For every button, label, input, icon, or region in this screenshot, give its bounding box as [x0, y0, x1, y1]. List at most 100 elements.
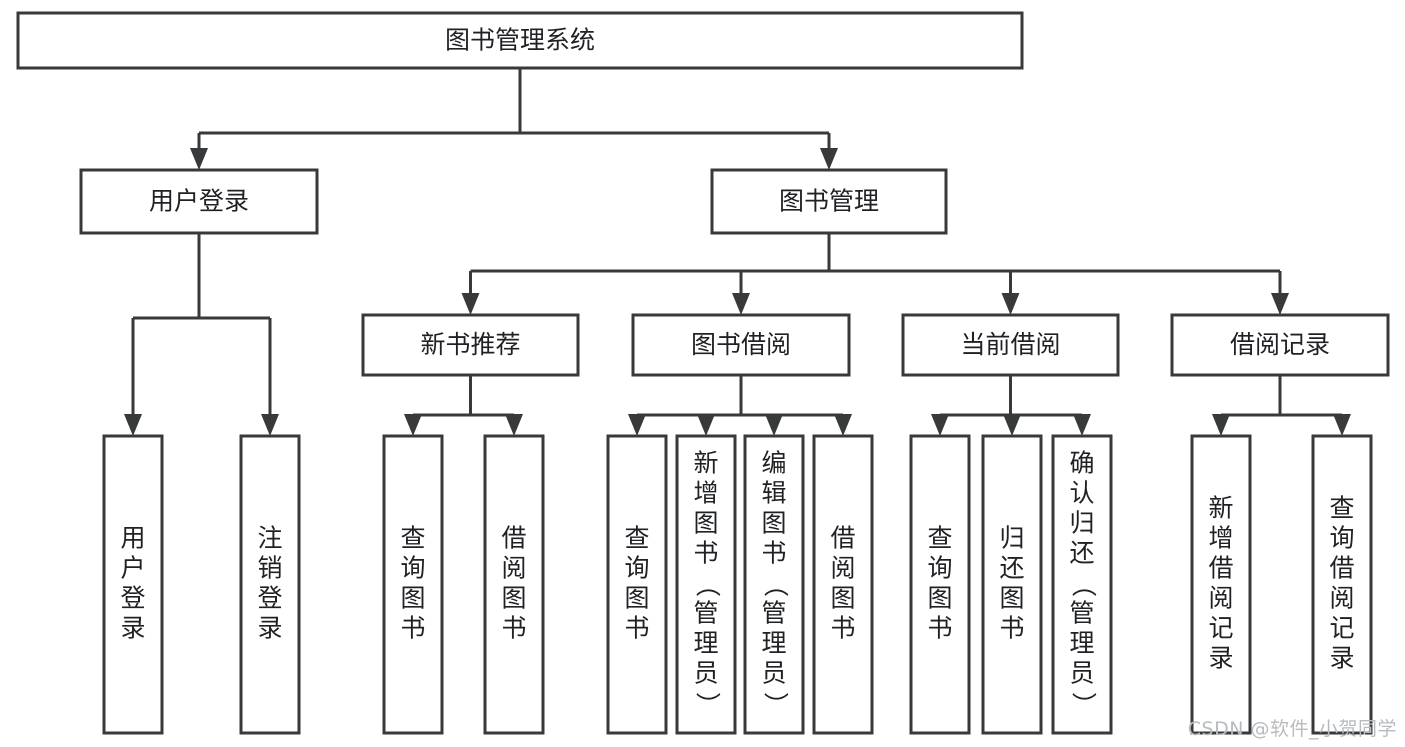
node-leaf-edit-book-admin-label-char: 书: [761, 539, 786, 568]
node-leaf-edit-book-admin-label-char: ）: [761, 692, 790, 717]
arrow-head-icon: [461, 293, 480, 315]
node-leaf-borrow-book-rec-box[interactable]: [483, 434, 545, 735]
node-root[interactable]: 图书管理系统: [16, 11, 1024, 70]
node-book-borrow-label: 图书借阅: [691, 330, 791, 359]
node-leaf-borrow-book-bor-label-char: 借: [830, 524, 855, 553]
node-leaf-confirm-return-box[interactable]: [1051, 434, 1113, 735]
node-layer: 图书管理系统用户登录图书管理新书推荐图书借阅当前借阅借阅记录用户登录注销登录查询…: [16, 11, 1390, 735]
node-leaf-add-borrow-record-label-char: 记: [1208, 614, 1233, 643]
node-leaf-query-book-bor-label-char: 图: [624, 584, 649, 613]
node-current-borrow-label: 当前借阅: [960, 330, 1060, 359]
node-leaf-query-borrow-record-label-char: 借: [1329, 554, 1354, 583]
node-leaf-user-login-box[interactable]: [102, 434, 164, 735]
arrow-head-icon: [404, 414, 422, 436]
node-leaf-add-book-admin-label-char: 员: [693, 659, 718, 688]
node-leaf-edit-book-admin-label-char: （: [761, 572, 790, 597]
node-leaf-edit-book-admin-label-char: 管: [761, 599, 786, 628]
arrow-head-icon: [1073, 414, 1091, 436]
node-leaf-confirm-return-label-char: 归: [1069, 509, 1094, 538]
node-root-box[interactable]: [16, 11, 1024, 70]
arrow-head-icon: [505, 414, 523, 436]
node-leaf-add-book-admin-label-char: 书: [693, 539, 718, 568]
node-leaf-borrow-book-rec-label-char: 阅: [501, 554, 526, 583]
node-leaf-query-borrow-record-label-char: 查: [1329, 494, 1354, 523]
node-leaf-user-login-label-char: 登: [120, 584, 145, 613]
node-leaf-query-book-rec-label-char: 书: [400, 614, 425, 643]
node-leaf-borrow-book-bor-box[interactable]: [812, 434, 874, 735]
arrow-head-icon: [1212, 414, 1230, 436]
node-leaf-query-book-rec-label-char: 图: [400, 584, 425, 613]
node-new-book-recommend[interactable]: 新书推荐: [361, 313, 580, 377]
node-leaf-logout-box[interactable]: [239, 434, 301, 735]
node-leaf-user-login[interactable]: 用户登录: [102, 434, 164, 735]
arrow-head-icon: [1001, 293, 1020, 315]
node-book-borrow[interactable]: 图书借阅: [631, 313, 851, 377]
node-leaf-edit-book-admin-box[interactable]: [743, 434, 805, 735]
node-leaf-logout-label-char: 销: [257, 554, 282, 583]
node-leaf-borrow-book-bor-label-char: 书: [830, 614, 855, 643]
node-leaf-add-book-admin-label-char: ）: [693, 692, 722, 717]
node-leaf-return-book-box[interactable]: [981, 434, 1043, 735]
node-leaf-add-book-admin-label-char: 管: [693, 599, 718, 628]
node-leaf-add-book-admin-label-char: 增: [693, 479, 718, 508]
node-leaf-return-book-label-char: 书: [999, 614, 1024, 643]
arrow-head-icon: [124, 414, 142, 436]
node-user-login-box[interactable]: [79, 168, 319, 235]
node-borrow-record[interactable]: 借阅记录: [1170, 313, 1390, 377]
node-current-borrow[interactable]: 当前借阅: [901, 313, 1120, 377]
node-leaf-query-book-rec-box[interactable]: [382, 434, 444, 735]
node-leaf-borrow-book-bor-label-char: 阅: [830, 554, 855, 583]
node-leaf-user-login-label-char: 户: [120, 554, 145, 583]
arrow-head-icon: [628, 414, 646, 436]
arrow-head-icon: [732, 293, 750, 315]
node-leaf-logout-label-char: 注: [257, 524, 282, 553]
node-book-manage[interactable]: 图书管理: [710, 168, 948, 235]
node-leaf-add-book-admin-box[interactable]: [675, 434, 737, 735]
node-leaf-logout-label-char: 登: [257, 584, 282, 613]
node-book-manage-label: 图书管理: [779, 187, 879, 216]
node-leaf-confirm-return-label-char: 认: [1069, 479, 1094, 508]
node-leaf-query-book-cur-box[interactable]: [909, 434, 971, 735]
node-user-login[interactable]: 用户登录: [79, 168, 319, 235]
node-leaf-borrow-book-rec-label-char: 图: [501, 584, 526, 613]
node-leaf-query-borrow-record-label-char: 录: [1329, 644, 1354, 673]
arrow-head-icon: [834, 414, 852, 436]
node-borrow-record-box[interactable]: [1170, 313, 1390, 377]
node-leaf-add-book-admin-label-char: （: [693, 572, 722, 597]
arrow-head-icon: [931, 414, 949, 436]
node-book-borrow-box[interactable]: [631, 313, 851, 377]
connector-layer: [124, 68, 1351, 436]
node-new-book-recommend-box[interactable]: [361, 313, 580, 377]
node-leaf-add-book-admin-label-char: 理: [693, 629, 718, 658]
node-leaf-query-borrow-record-label-char: 询: [1329, 524, 1354, 553]
node-leaf-logout-label-char: 录: [257, 614, 282, 643]
node-leaf-query-book-cur-label-char: 图: [927, 584, 952, 613]
node-leaf-query-book-bor-box[interactable]: [606, 434, 668, 735]
node-leaf-edit-book-admin-label-char: 辑: [761, 479, 786, 508]
node-leaf-add-borrow-record-box[interactable]: [1190, 434, 1252, 735]
node-leaf-user-login-label-char: 录: [120, 614, 145, 643]
node-leaf-confirm-return-label-char: ）: [1069, 692, 1098, 717]
node-leaf-query-borrow-record-box[interactable]: [1311, 434, 1373, 735]
node-current-borrow-box[interactable]: [901, 313, 1120, 377]
node-book-manage-box[interactable]: [710, 168, 948, 235]
node-leaf-add-book-admin-label-char: 图: [693, 509, 718, 538]
node-user-login-label: 用户登录: [149, 187, 249, 216]
node-leaf-edit-book-admin-label-char: 图: [761, 509, 786, 538]
node-leaf-query-borrow-record-label-char: 记: [1329, 614, 1354, 643]
node-leaf-add-borrow-record-label-char: 新: [1208, 494, 1233, 523]
node-leaf-return-book-label-char: 图: [999, 584, 1024, 613]
